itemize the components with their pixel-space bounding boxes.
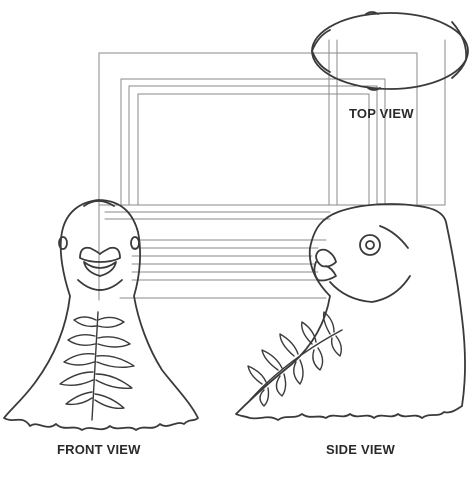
front-view-bird	[3, 199, 199, 431]
side-view-feather-lower	[259, 335, 343, 407]
top-view-label: TOP VIEW	[349, 106, 414, 121]
side-view-feather-stem	[249, 329, 343, 401]
top-view-top-mark	[365, 11, 379, 15]
top-view-head	[311, 11, 469, 91]
front-view-head-crown	[83, 200, 115, 207]
side-view-gape	[329, 275, 411, 303]
top-view-beak-tip	[311, 29, 331, 73]
top-view-bottom-mark	[367, 87, 381, 91]
front-view-label: FRONT VIEW	[57, 442, 141, 457]
front-view-cere	[79, 246, 121, 263]
side-view-pupil	[365, 240, 375, 250]
front-view-left-eye	[58, 236, 68, 250]
side-view-eye-ring	[359, 234, 381, 256]
front-view-right-eye	[130, 236, 140, 250]
front-view-outline	[3, 199, 199, 431]
side-view-feather-upper	[247, 311, 335, 385]
side-view-brow	[379, 225, 409, 249]
side-view-beak	[313, 261, 337, 282]
side-view-label: SIDE VIEW	[326, 442, 395, 457]
front-view-feather-stem	[91, 311, 99, 421]
inner-projection-frame-2	[128, 85, 378, 206]
projection-guides	[98, 39, 446, 301]
side-view-outline	[235, 203, 466, 421]
side-view-cere	[315, 248, 337, 268]
front-view-feather-left	[59, 316, 97, 406]
front-view-beak	[83, 261, 117, 277]
front-view-feather-right	[94, 316, 135, 410]
front-view-throat	[77, 279, 123, 291]
side-view-bird	[235, 203, 466, 421]
inner-projection-frame-1	[120, 78, 386, 206]
inner-projection-frame-3	[137, 93, 370, 206]
top-view-back-shade	[451, 21, 468, 79]
